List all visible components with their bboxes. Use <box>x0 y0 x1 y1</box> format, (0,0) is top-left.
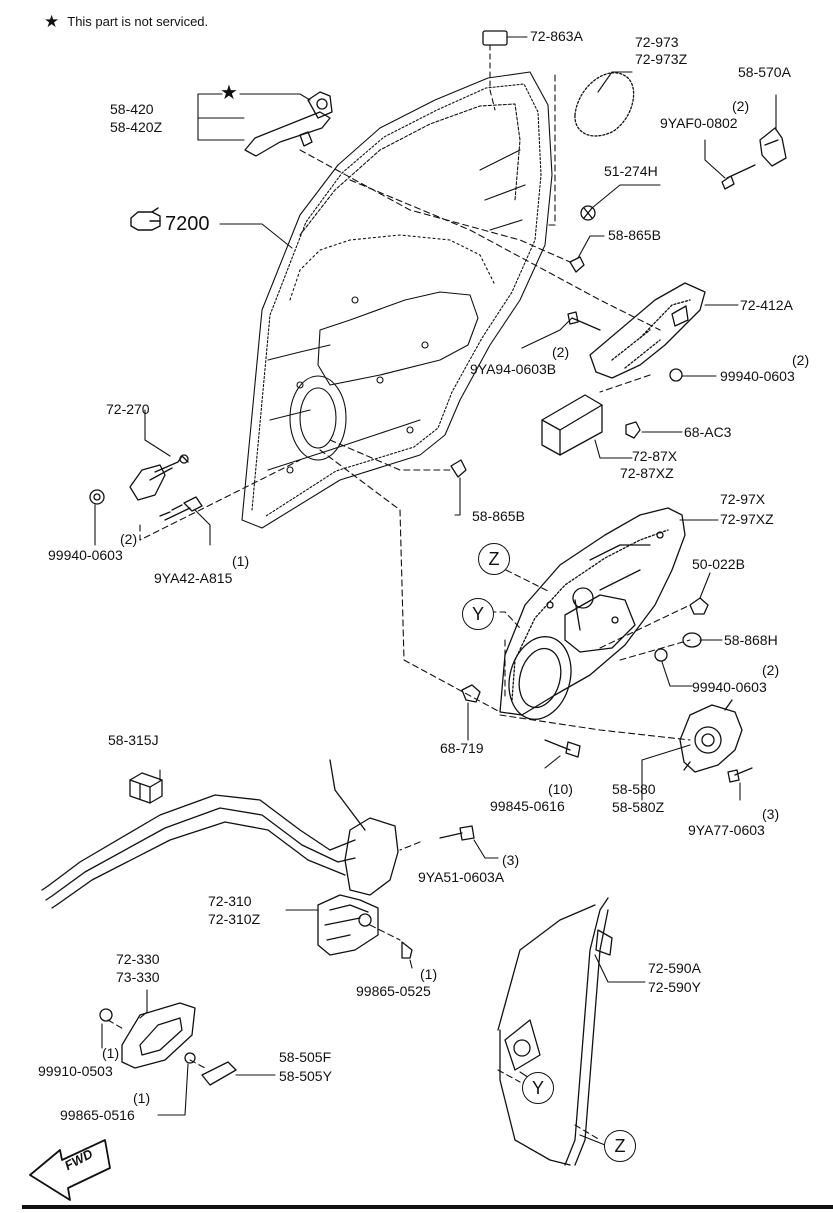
part-label-58-505Y: 58-505Y <box>279 1068 332 1084</box>
part-label-99940-0603-b: 99940-0603 <box>48 547 123 563</box>
part-label-9YA51-0603A: 9YA51-0603A <box>418 869 505 885</box>
part-qty-9YAF0: (2) <box>732 98 750 114</box>
upper-parts-drawing <box>450 30 787 478</box>
part-label-58-420: 58-420 <box>110 101 154 117</box>
not-serviced-note: ★ This part is not serviced. <box>44 12 208 32</box>
part-label-58-865B-mid: 58-865B <box>472 508 525 524</box>
outer-handle-drawing <box>244 91 333 157</box>
part-qty-99865-b: (1) <box>133 1090 151 1106</box>
part-qty-9YA77: (3) <box>762 806 780 822</box>
part-label-58-580Z: 58-580Z <box>612 799 665 815</box>
part-label-72-973: 72-973 <box>635 34 679 50</box>
part-label-51-274H: 51-274H <box>604 163 658 179</box>
part-qty-99940-b: (2) <box>120 531 138 547</box>
part-label-72-590Y: 72-590Y <box>648 979 701 995</box>
part-label-99940-0603-c: 99940-0603 <box>692 679 767 695</box>
callout-y-panel: Y <box>462 598 494 630</box>
part-label-99910-0503: 99910-0503 <box>38 1063 113 1079</box>
part-label-73-330: 73-330 <box>116 969 160 985</box>
part-label-7200: 7200 <box>165 213 210 235</box>
part-label-72-863A: 72-863A <box>530 28 583 44</box>
part-label-72-270: 72-270 <box>106 401 150 417</box>
part-label-72-310: 72-310 <box>208 893 252 909</box>
part-label-58-505F: 58-505F <box>279 1049 332 1065</box>
part-qty-99940-a: (2) <box>792 352 810 368</box>
bottom-rule <box>22 1205 833 1209</box>
fwd-arrow-icon <box>29 1139 111 1201</box>
callout-z-regulator: Z <box>604 1130 636 1162</box>
module-panel-drawing <box>461 507 709 720</box>
part-label-72-97XZ: 72-97XZ <box>720 511 774 527</box>
part-label-9YA94-0603B: 9YA94-0603B <box>470 361 557 377</box>
part-label-58-570A: 58-570A <box>738 64 791 80</box>
part-label-72-87X: 72-87X <box>632 448 678 464</box>
part-qty-9YA42: (1) <box>232 553 250 569</box>
part-label-58-420Z: 58-420Z <box>110 119 163 135</box>
part-label-99940-0603-a: 99940-0603 <box>720 368 795 384</box>
inner-handle-drawing <box>99 1002 237 1086</box>
part-label-99845-0616: 99845-0616 <box>490 798 565 814</box>
star-icon: ★ <box>220 82 238 104</box>
star-icon: ★ <box>44 12 60 31</box>
part-label-58-315J: 58-315J <box>108 732 159 748</box>
part-qty-9YA51: (3) <box>502 852 520 868</box>
callout-z-panel: Z <box>478 543 510 575</box>
part-label-72-97X: 72-97X <box>720 491 766 507</box>
part-qty-99865-a: (1) <box>420 966 438 982</box>
part-label-72-973Z: 72-973Z <box>635 51 688 67</box>
pointing-hand-icon <box>130 207 161 231</box>
part-label-9YAF0-0802: 9YAF0-0802 <box>660 115 738 131</box>
part-label-58-868H: 58-868H <box>724 632 778 648</box>
motor-drawing <box>544 699 753 783</box>
latch-cables-drawing <box>41 759 475 959</box>
part-label-72-412A: 72-412A <box>740 297 793 313</box>
part-label-58-580: 58-580 <box>612 781 656 797</box>
door-check-drawing <box>89 454 203 521</box>
door-shell-drawing <box>241 71 553 529</box>
part-label-72-310Z: 72-310Z <box>208 911 261 927</box>
part-label-72-87XZ: 72-87XZ <box>620 465 674 481</box>
note-text: This part is not serviced. <box>67 14 209 29</box>
connector-drawing <box>129 772 163 804</box>
part-label-9YA42-A815: 9YA42-A815 <box>154 570 233 586</box>
regulator-drawing <box>497 897 613 1166</box>
part-label-72-590A: 72-590A <box>648 960 701 976</box>
callout-y-regulator: Y <box>522 1072 554 1104</box>
part-label-72-330: 72-330 <box>116 951 160 967</box>
part-label-9YA77-0603: 9YA77-0603 <box>688 822 765 838</box>
part-qty-99910: (1) <box>102 1045 120 1061</box>
part-qty-9YA94: (2) <box>552 344 570 360</box>
part-label-99865-0525: 99865-0525 <box>356 983 431 999</box>
part-qty-99845: (10) <box>548 781 573 797</box>
part-label-58-865B-top: 58-865B <box>608 227 661 243</box>
part-label-68-AC3: 68-AC3 <box>684 424 732 440</box>
part-label-68-719: 68-719 <box>440 740 484 756</box>
leader-lines <box>94 36 777 1146</box>
part-label-99865-0516: 99865-0516 <box>60 1107 135 1123</box>
part-qty-99940-c: (2) <box>762 662 780 678</box>
part-label-50-022B: 50-022B <box>692 556 745 572</box>
